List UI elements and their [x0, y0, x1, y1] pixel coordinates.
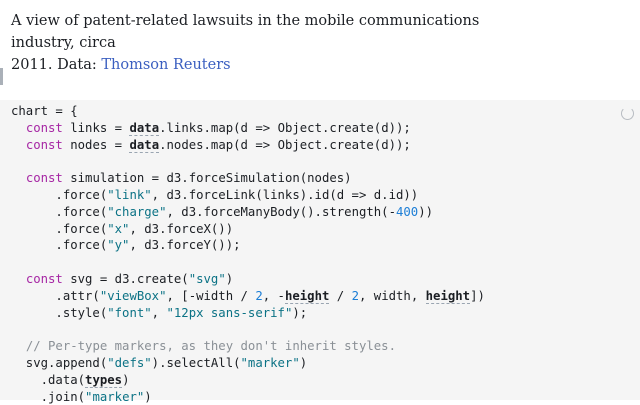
code-line: svg.append("defs").selectAll("marker"): [11, 356, 308, 370]
code-line: // Per-type markers, as they don't inher…: [25, 339, 396, 354]
code-line: .force("x", d3.forceX()): [11, 221, 234, 236]
code-line: .force("link", d3.forceLink(links).id(d …: [11, 188, 419, 202]
cell-marker[interactable]: [0, 68, 3, 85]
code-line: .force("y", d3.forceY());: [11, 238, 241, 253]
code-line: .data(types): [11, 372, 130, 388]
code-line: chart = {: [11, 104, 78, 118]
code-line: .join("marker"): [11, 389, 152, 404]
code-line: const simulation = d3.forceSimulation(no…: [25, 171, 352, 186]
code-line: const links = data.links.map(d => Object…: [25, 120, 411, 136]
code-line: const svg = d3.create("svg"): [25, 272, 234, 286]
intro-paragraph: A view of patent-related lawsuits in the…: [11, 10, 531, 76]
code-line: .style("font", "12px sans-serif");: [11, 305, 308, 320]
source-link[interactable]: Thomson Reuters: [101, 57, 231, 73]
code-line: .attr("viewBox", [-width / 2, -height / …: [11, 288, 485, 304]
code-cell[interactable]: chart = { const links = data.links.map(d…: [0, 100, 640, 404]
intro-text: A view of patent-related lawsuits in the…: [11, 13, 480, 73]
loading-spinner-icon: [621, 107, 634, 120]
code-line: .force("charge", d3.forceManyBody().stre…: [11, 204, 434, 219]
code-line: const nodes = data.nodes.map(d => Object…: [25, 137, 411, 153]
